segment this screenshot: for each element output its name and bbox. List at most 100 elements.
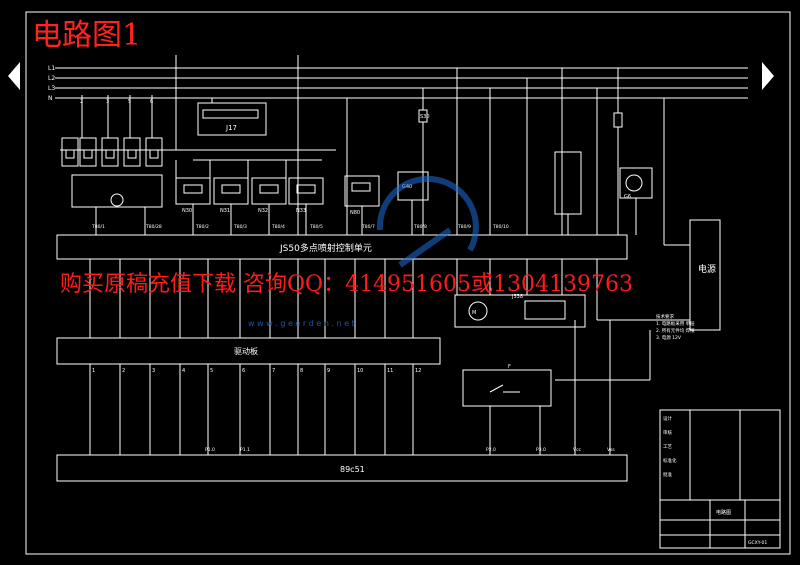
- driver-pin-number: 11: [387, 368, 393, 374]
- control-pin-label: T80/8: [413, 224, 427, 230]
- control-pin-label: T80/7: [361, 224, 375, 230]
- driver-pin-number: 2: [122, 368, 125, 374]
- control-pin-label: T80/2: [195, 224, 209, 230]
- component-label: N32: [258, 208, 268, 214]
- title-block-heading: 电路图: [716, 509, 731, 516]
- mcu-pin-label: Vcc: [573, 447, 582, 453]
- vertical-wires: [175, 55, 690, 246]
- bus-label: L2: [48, 75, 55, 82]
- component-label: N33: [296, 208, 306, 214]
- control-unit-label: JS50多点喷射控制单元: [279, 242, 372, 254]
- bus-label: N: [48, 95, 53, 102]
- drawing-frame: [25, 11, 791, 555]
- driver-pin-number: 7: [272, 368, 275, 374]
- watermark-logo-icon: [376, 175, 479, 268]
- control-pin-label: T80/4: [271, 224, 285, 230]
- mcu-pin-labels: P1.0 P1.1 P2.0 P3.0 Vcc Vss: [205, 447, 615, 453]
- control-unit-block: [56, 234, 628, 260]
- mcu-pin-label: P3.0: [536, 447, 546, 453]
- injector-group-left: [61, 95, 163, 208]
- injector-box: [61, 137, 79, 167]
- site-url: w w w . g e e r d e n . n e t: [248, 319, 355, 328]
- mcu-pin-label: P1.1: [240, 447, 250, 453]
- terminal-number: 5: [128, 99, 131, 105]
- mcu-pin-label: Vss: [607, 447, 615, 453]
- ignition-coil-icon: [110, 193, 124, 207]
- mcu-pin-label: P2.0: [486, 447, 496, 453]
- driver-pin-number: 9: [327, 368, 330, 374]
- title-block-row: 工艺: [663, 444, 672, 450]
- component-label: N31: [220, 208, 230, 214]
- fuse-1: [418, 109, 428, 123]
- driver-pin-number: 10: [357, 368, 363, 374]
- switch-box: [462, 369, 552, 407]
- component-label: M: [472, 310, 476, 316]
- control-pin-label: T80/5: [309, 224, 323, 230]
- lower-right-components: [454, 259, 690, 381]
- driver-board-block: [56, 337, 441, 365]
- component-label: F: [508, 364, 511, 370]
- note-line: 技术要求: [656, 313, 674, 320]
- control-pin-label: T80/10: [492, 224, 509, 230]
- note-line: 1. 电路板采用 单层: [656, 320, 695, 327]
- terminal-number: 3: [106, 99, 109, 105]
- control-pin-label: T80/28: [145, 224, 162, 230]
- diode: [65, 149, 75, 159]
- control-pin-label: T80/9: [457, 224, 471, 230]
- control-pin-label: T80/3: [233, 224, 247, 230]
- relay-coil: [202, 109, 259, 119]
- component-label: S30: [420, 114, 430, 120]
- watermark-text: 购买原稿充值下载 咨询QQ：414951605或1304139763: [60, 272, 634, 297]
- drawing-number: GCXY-01: [748, 540, 767, 546]
- component-label: J338: [511, 294, 523, 300]
- top-terminal-numbers: 2 3 5 6: [80, 99, 153, 105]
- mcu-pin-label: P1.0: [205, 447, 215, 453]
- power-bus-group: [55, 67, 748, 99]
- bus-label: L3: [48, 85, 55, 92]
- component-label: G6: [624, 194, 631, 200]
- driver-wires: [89, 259, 414, 455]
- title-block: [659, 409, 781, 549]
- driver-pin-number: 4: [182, 368, 185, 374]
- motor-icon: [625, 174, 643, 192]
- driver-pin-number: 8: [300, 368, 303, 374]
- power-box-label: 电源: [698, 263, 716, 275]
- page-title: 电路图1: [32, 18, 142, 53]
- title-block-row: 审核: [663, 429, 672, 436]
- driver-board-label: 驱动板: [234, 346, 258, 356]
- actuator-row: [60, 149, 653, 235]
- mcu-label: 89c51: [340, 465, 365, 474]
- component-label: N30: [182, 208, 192, 214]
- bus-label: L1: [48, 65, 55, 72]
- terminal-number: 6: [150, 99, 153, 105]
- driver-pin-number: 12: [415, 368, 421, 374]
- component-label: N80: [350, 210, 360, 216]
- control-pin-labels: T80/1 T80/28 T80/2 T80/3 T80/4 T80/5 T80/7 T80/…: [91, 224, 509, 230]
- fuse-2: [613, 112, 623, 128]
- note-line: 3. 电源 12V: [656, 334, 682, 341]
- title-block-row: 标准化: [663, 457, 677, 464]
- relay-label: J17: [225, 124, 237, 132]
- note-line: 2. 所有元件均 焊接: [656, 327, 695, 334]
- title-block-row: 批准: [663, 471, 672, 478]
- ignition-module: [71, 174, 163, 208]
- relay-box: [197, 102, 267, 136]
- terminal-number: 2: [80, 99, 83, 105]
- prev-page-icon[interactable]: [8, 62, 20, 90]
- title-block-row: 设计: [663, 415, 672, 422]
- driver-pin-number: 3: [152, 368, 155, 374]
- driver-pin-number: 1: [92, 368, 95, 374]
- driver-pin-number: 6: [242, 368, 245, 374]
- mcu-block: [56, 454, 628, 482]
- next-page-icon[interactable]: [762, 62, 774, 90]
- switch-symbol: [489, 384, 541, 455]
- power-box: [689, 219, 721, 331]
- driver-pin-number: 5: [210, 368, 213, 374]
- control-pin-label: T80/1: [91, 224, 105, 230]
- sensor-block: [554, 151, 582, 215]
